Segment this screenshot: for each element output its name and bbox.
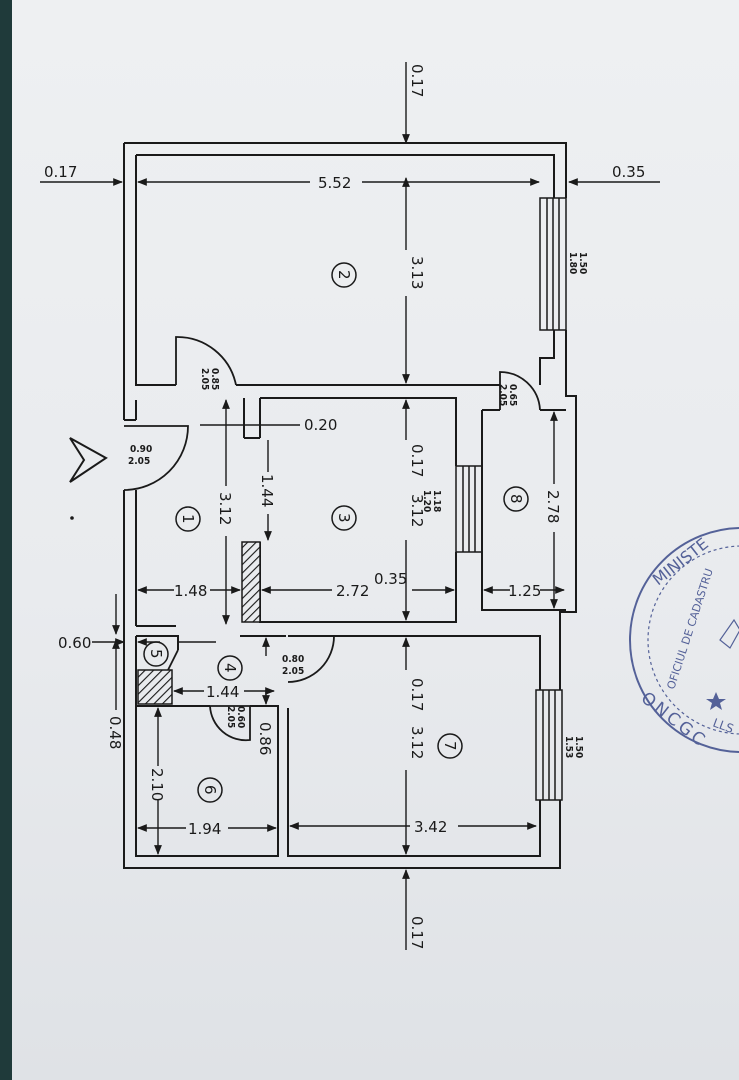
- dim-door-d: 0.60: [235, 706, 246, 728]
- svg-text:8: 8: [507, 494, 525, 504]
- dim-wall-020: 0.20: [304, 416, 337, 434]
- dim-window3-h: 1.20: [421, 490, 432, 512]
- dim-w-272: 2.72: [336, 582, 369, 600]
- entry-arrow-icon: [69, 437, 108, 483]
- svg-text:2: 2: [335, 270, 353, 280]
- dim-door-b-h: 2.05: [497, 384, 508, 406]
- dim-h-144: 1.44: [258, 474, 276, 507]
- dim-left-offset: 0.17: [44, 163, 77, 181]
- svg-text:7: 7: [441, 741, 459, 751]
- dim-room2-depth: 3.13: [408, 256, 426, 289]
- dim-window3: 1.18: [431, 490, 442, 512]
- dim-door-c-h: 2.05: [282, 666, 304, 677]
- room-number-6: 6: [197, 777, 223, 803]
- floor-plan: 0.17 0.17 0.35 5.52 3.13 1.80 1.50 0.85 …: [40, 62, 739, 950]
- dim-h-312c: 3.12: [408, 726, 426, 759]
- hatched-shaft-bath: [137, 669, 173, 705]
- dot-mark: [70, 516, 74, 520]
- dim-window2: 1.80: [567, 252, 578, 274]
- official-stamp: MINISTE OFICIUL DE CADASTRU ONCGC LLS: [629, 527, 739, 753]
- dim-entry-door: 0.90: [130, 444, 152, 455]
- dim-door-c: 0.80: [282, 654, 304, 665]
- room-number-7: 7: [437, 733, 463, 759]
- dim-h-312a: 3.12: [216, 492, 234, 525]
- room-number-4: 4: [217, 655, 243, 681]
- paper-sheet: 0.17 0.17 0.35 5.52 3.13 1.80 1.50 0.85 …: [12, 0, 739, 1080]
- dim-w-342: 3.42: [414, 818, 447, 836]
- dimension-lines: [40, 62, 660, 950]
- dim-mid-017b: 0.17: [408, 678, 426, 711]
- dim-window2-h: 1.50: [577, 252, 588, 274]
- stamp-star-icon: [706, 692, 726, 710]
- window-room2: [539, 197, 567, 331]
- stamp-side-text: LLS: [711, 716, 736, 736]
- hatched-shaft-room3: [241, 541, 261, 623]
- room-number-1: 1: [175, 506, 201, 532]
- dim-w-035: 0.35: [374, 570, 407, 588]
- dim-right-offset: 0.35: [612, 163, 645, 181]
- svg-text:5: 5: [147, 649, 165, 659]
- door-swings: [123, 336, 541, 742]
- stamp-bottom-text: ONCGC: [637, 688, 711, 752]
- room-number-8: 8: [503, 486, 529, 512]
- dim-window7-h: 1.50: [573, 736, 584, 758]
- dim-w-048: 0.48: [106, 716, 124, 749]
- dim-w-148: 1.48: [174, 582, 207, 600]
- room-number-3: 3: [331, 505, 357, 531]
- room-number-5: 5: [143, 641, 169, 667]
- dim-h-312b: 3.12: [408, 494, 426, 527]
- walls: [123, 142, 577, 869]
- dim-door-a-h: 2.05: [199, 368, 210, 390]
- dim-mid-017: 0.17: [408, 444, 426, 477]
- window-room3: [455, 465, 483, 553]
- svg-text:6: 6: [201, 785, 219, 795]
- dim-window7: 1.53: [563, 736, 574, 758]
- dim-h-210: 2.10: [148, 768, 166, 801]
- dim-entry-door-h: 2.05: [128, 456, 150, 467]
- room-number-2: 2: [331, 262, 357, 288]
- dim-door-a: 0.85: [209, 368, 220, 390]
- dim-bottom-offset: 0.17: [408, 916, 426, 949]
- dim-w-194: 1.94: [188, 820, 221, 838]
- dim-w-144b: 1.44: [206, 683, 239, 701]
- svg-text:4: 4: [221, 663, 239, 673]
- dim-top-offset: 0.17: [408, 64, 426, 97]
- window-room7: [535, 689, 563, 801]
- dim-room2-width: 5.52: [318, 174, 351, 192]
- dim-room8-depth: 2.78: [544, 490, 562, 523]
- dim-w-125: 1.25: [508, 582, 541, 600]
- svg-text:1: 1: [179, 514, 197, 524]
- stamp-inner-text: OFICIUL DE CADASTRU: [664, 567, 715, 691]
- dim-w-086: 0.86: [256, 722, 274, 755]
- dim-door-b: 0.65: [507, 384, 518, 406]
- dim-w-060: 0.60: [58, 634, 91, 652]
- svg-text:3: 3: [335, 513, 353, 523]
- dim-door-d-h: 2.05: [225, 706, 236, 728]
